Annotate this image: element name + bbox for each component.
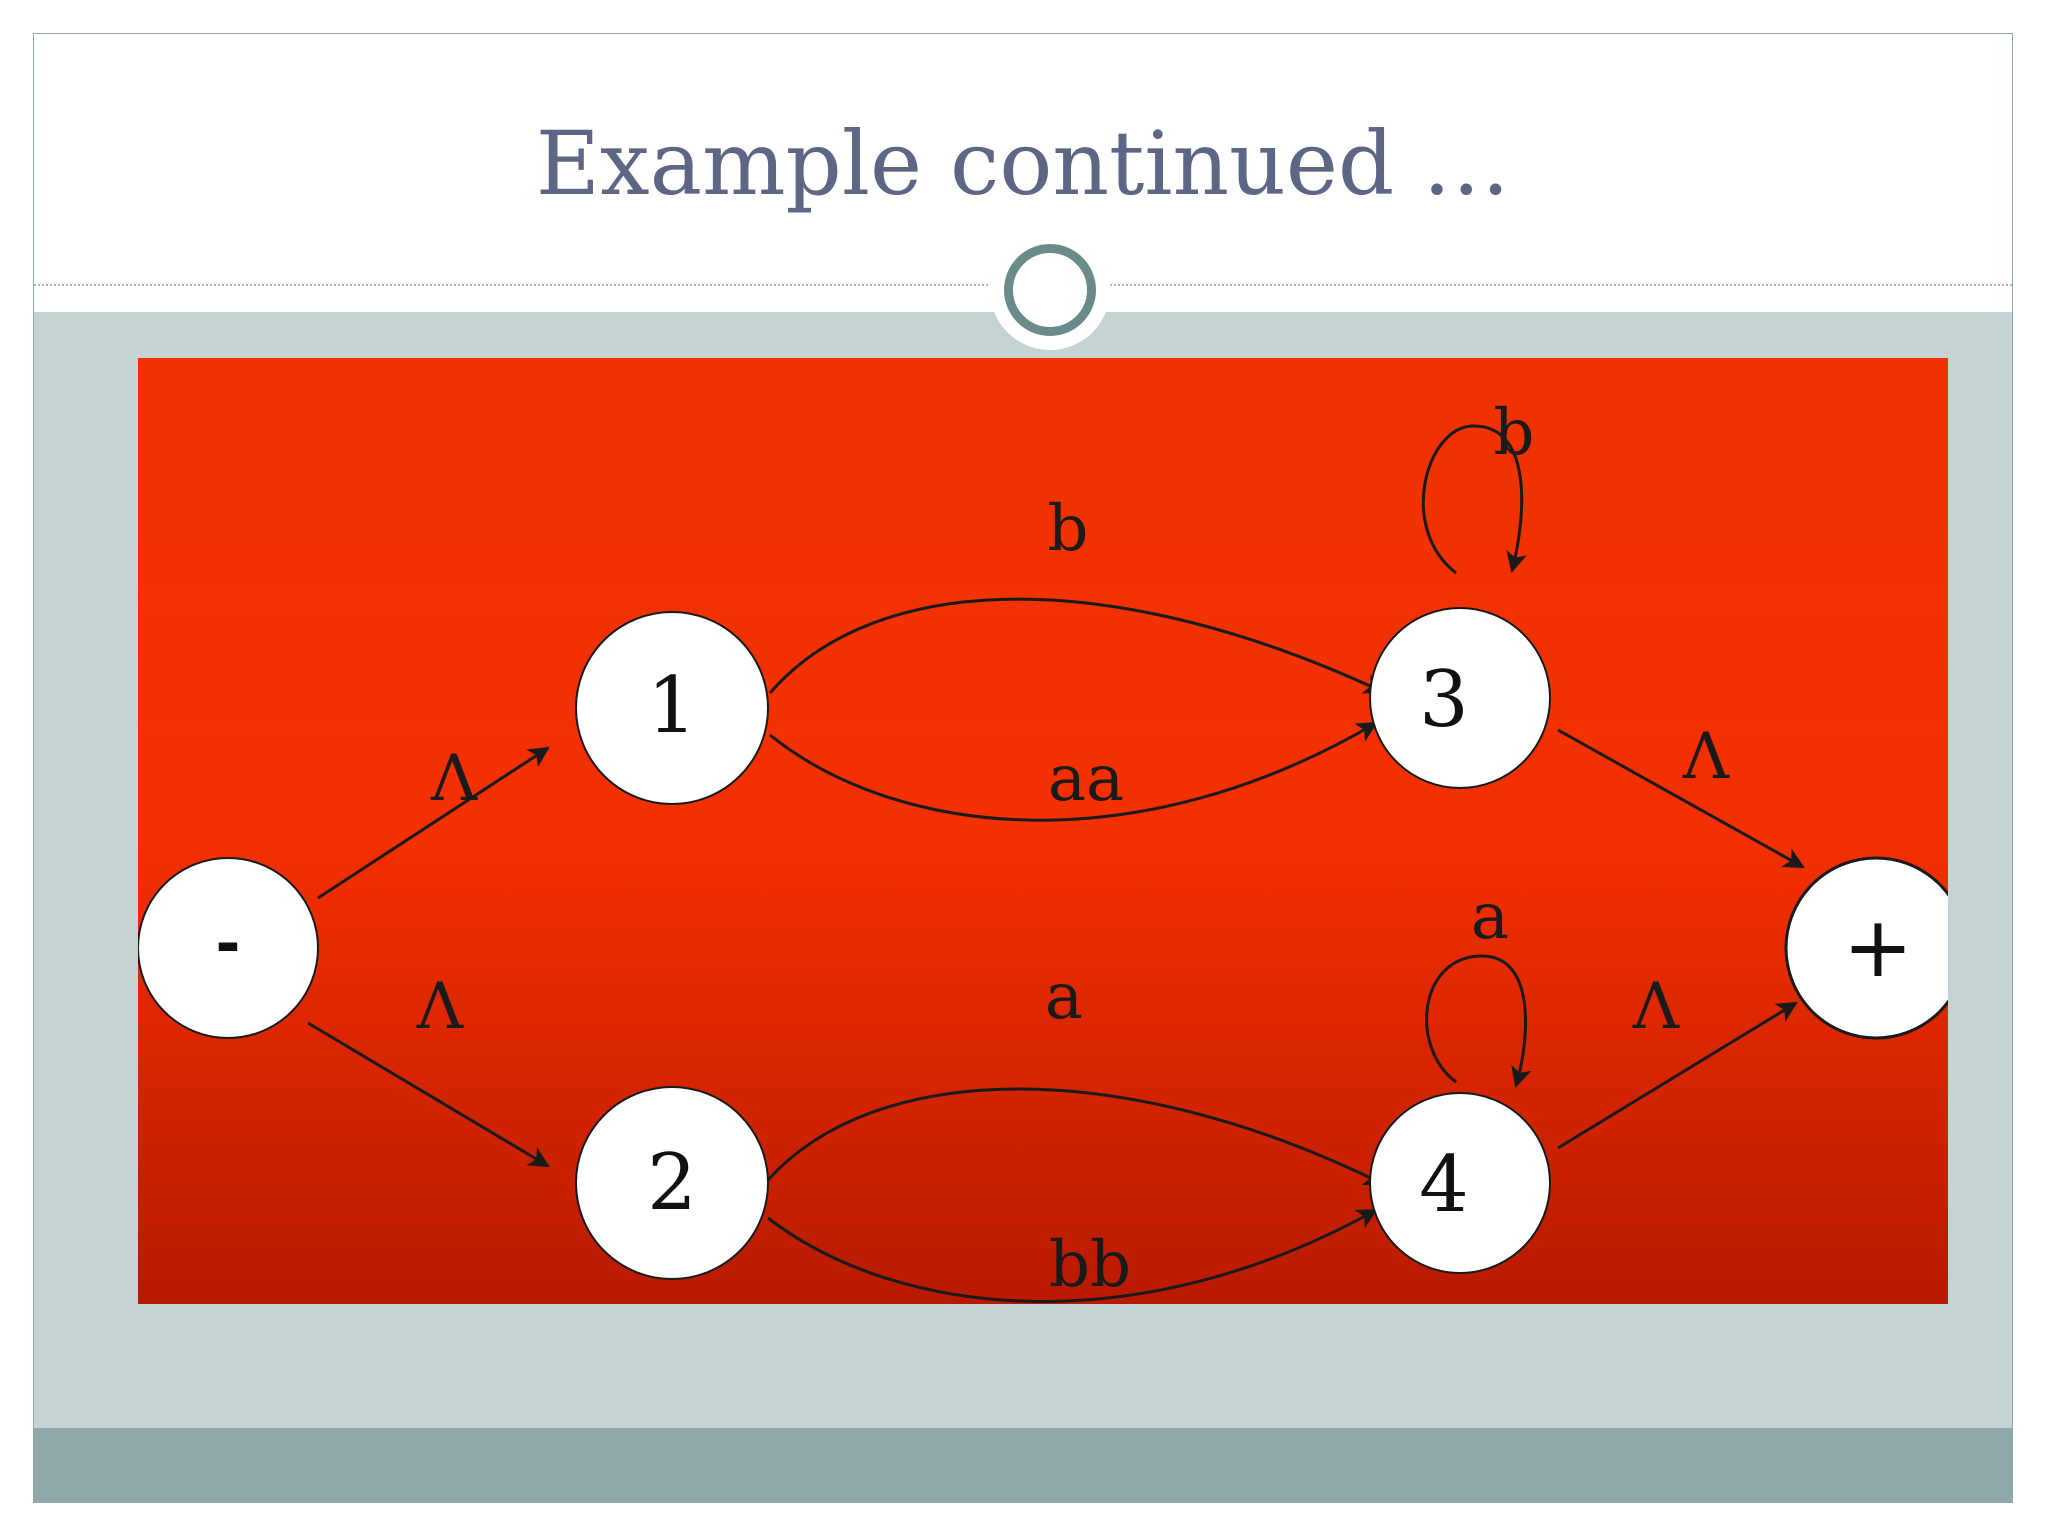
slide: Example continued … [33,33,2013,1503]
edge-4-to-final [1557,1001,1798,1150]
edge-1-to-3-b [768,597,1385,694]
automaton-diagram: Λ Λ b aa b a bb a Λ Λ - 1 [138,358,1948,1304]
label-4-self-loop: a [1471,880,1509,954]
state-final: + [1784,856,1948,1040]
state-4-label: 4 [1419,1140,1469,1230]
automaton-svg: Λ Λ b aa b a bb a Λ Λ - 1 [138,358,1948,1304]
label-start-to-1: Λ [430,742,478,816]
state-3: 3 [1369,607,1551,789]
label-2-to-4-bb: bb [1049,1228,1131,1302]
edge-1-to-3-aa [769,721,1378,822]
label-4-to-final: Λ [1632,970,1680,1044]
transition-labels: Λ Λ b aa b a bb a Λ Λ [416,396,1730,1302]
footer-band [34,1428,2012,1502]
state-2-label: 2 [647,1138,697,1228]
state-start-label: - [216,909,241,979]
edge-start-to-2 [307,1021,550,1168]
state-1-label: 1 [647,661,697,751]
state-3-label: 3 [1419,655,1469,745]
ornament-ring-icon [1004,244,1096,336]
label-1-to-3-aa: aa [1048,742,1124,816]
state-2: 2 [575,1086,769,1280]
label-2-to-4-a: a [1045,960,1083,1034]
slide-title: Example continued … [535,112,1511,215]
edge-3-self-loop [1421,424,1527,575]
state-nodes: - 1 2 3 4 [138,607,1948,1280]
diagram-background [138,358,1948,1304]
state-final-label: + [1843,898,1913,996]
edge-2-to-4-bb [767,1208,1378,1303]
edge-3-to-final [1557,728,1805,869]
label-3-self-loop: b [1494,396,1535,470]
state-4: 4 [1369,1092,1551,1274]
label-start-to-2: Λ [416,970,464,1044]
edge-4-self-loop [1425,954,1532,1089]
state-1: 1 [575,611,769,805]
transition-edges [307,424,1805,1303]
edge-2-to-4-a [766,1087,1385,1186]
edge-start-to-1 [317,746,550,900]
state-start: - [138,857,319,1039]
label-1-to-3-b: b [1048,492,1089,566]
label-3-to-final: Λ [1682,720,1730,794]
